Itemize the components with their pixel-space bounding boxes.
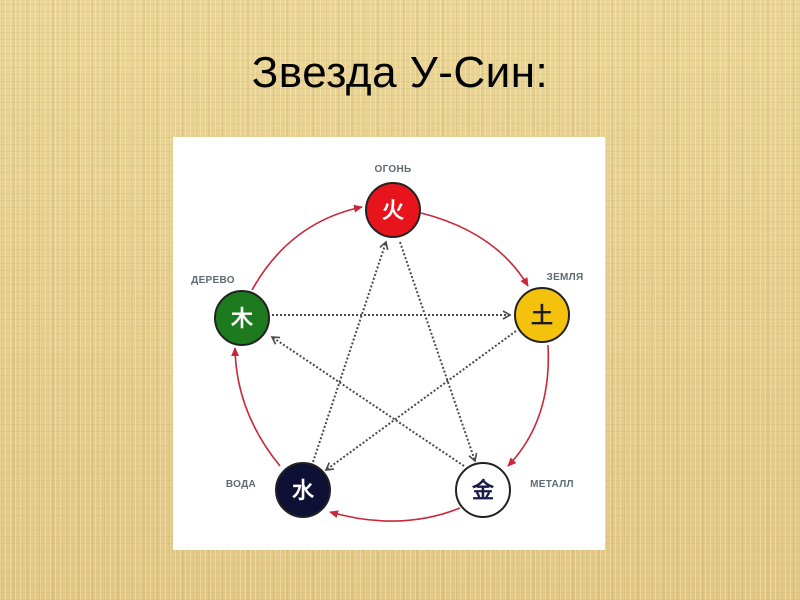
node-fire: 火 ОГОНЬ [365,164,421,238]
earth-label: ЗЕМЛЯ [547,272,584,283]
arrow-fire-to-metal [399,241,478,463]
node-metal: 金 МЕТАЛЛ [455,462,574,518]
arrow-metal-to-wood [270,336,465,467]
fire-glyph: 火 [382,199,404,224]
slide-title: Звезда У-Син: [251,48,549,97]
arrow-water-to-wood [231,347,281,467]
arrow-fire-to-earth [420,212,529,287]
water-glyph: 水 [292,479,315,504]
water-label: ВОДА [226,479,256,490]
node-wood: 木 ДЕРЕВО [191,275,270,346]
arrow-metal-to-water [329,507,461,522]
controlling-star [270,240,517,471]
wood-glyph: 木 [230,307,254,332]
node-earth: 土 ЗЕМЛЯ [514,272,584,343]
arrow-water-to-fire [312,240,389,463]
earth-glyph: 土 [531,304,553,329]
arrow-earth-to-metal [507,344,550,467]
wood-label: ДЕРЕВО [191,275,235,286]
arrow-earth-to-water [324,330,517,471]
metal-label: МЕТАЛЛ [530,479,574,490]
arrow-wood-to-fire [251,204,363,291]
node-water: 水 ВОДА [226,462,331,518]
metal-glyph: 金 [471,478,495,504]
fire-label: ОГОНЬ [374,164,411,175]
generating-cycle [231,204,550,522]
